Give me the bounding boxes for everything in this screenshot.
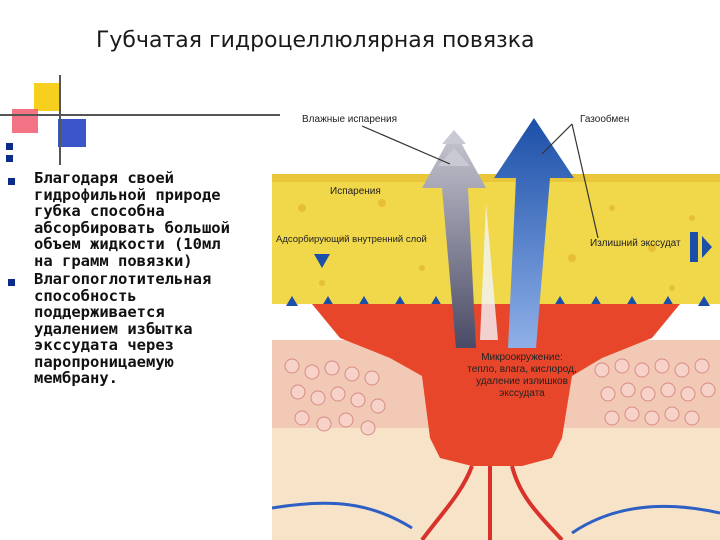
bullet-text: Благодаря своей гидрофильной природе губ…: [34, 170, 280, 269]
deco-yellow-square: [34, 83, 60, 111]
label-absorbing-layer: Адсорбирующий внутренний слой: [276, 234, 427, 245]
bullet-marker-icon: [8, 279, 15, 286]
bullet-text: Влагопоглотительная способность поддержи…: [34, 271, 280, 387]
dressing-illustration: Влажные испарения Газообмен Испарения Ад…: [272, 108, 720, 540]
label-microenvironment-line: Микроокружение:: [481, 352, 563, 363]
label-microenvironment-line: экссудата: [499, 388, 545, 399]
deco-blue-square: [58, 119, 86, 147]
deco-small-square: [6, 143, 13, 150]
label-evaporation: Испарения: [330, 186, 381, 197]
slide-title: Губчатая гидроцеллюлярная повязка: [96, 28, 535, 53]
bullet-list: Благодаря своей гидрофильной природе губ…: [8, 170, 280, 389]
deco-small-square: [6, 155, 13, 162]
bullet-item: Влагопоглотительная способность поддержи…: [8, 271, 280, 387]
decorative-squares: [0, 75, 280, 165]
label-microenvironment-line: тепло, влага, кислород,: [467, 364, 577, 375]
label-moist-evaporation: Влажные испарения: [302, 114, 397, 125]
label-gas-exchange: Газообмен: [580, 113, 629, 125]
label-excess-exudate: Излишний экссудат: [590, 238, 681, 249]
bullet-marker-icon: [8, 178, 15, 185]
deco-pink-square: [12, 109, 38, 133]
bullet-item: Благодаря своей гидрофильной природе губ…: [8, 170, 280, 269]
label-microenvironment-line: удаление излишков: [476, 376, 568, 387]
